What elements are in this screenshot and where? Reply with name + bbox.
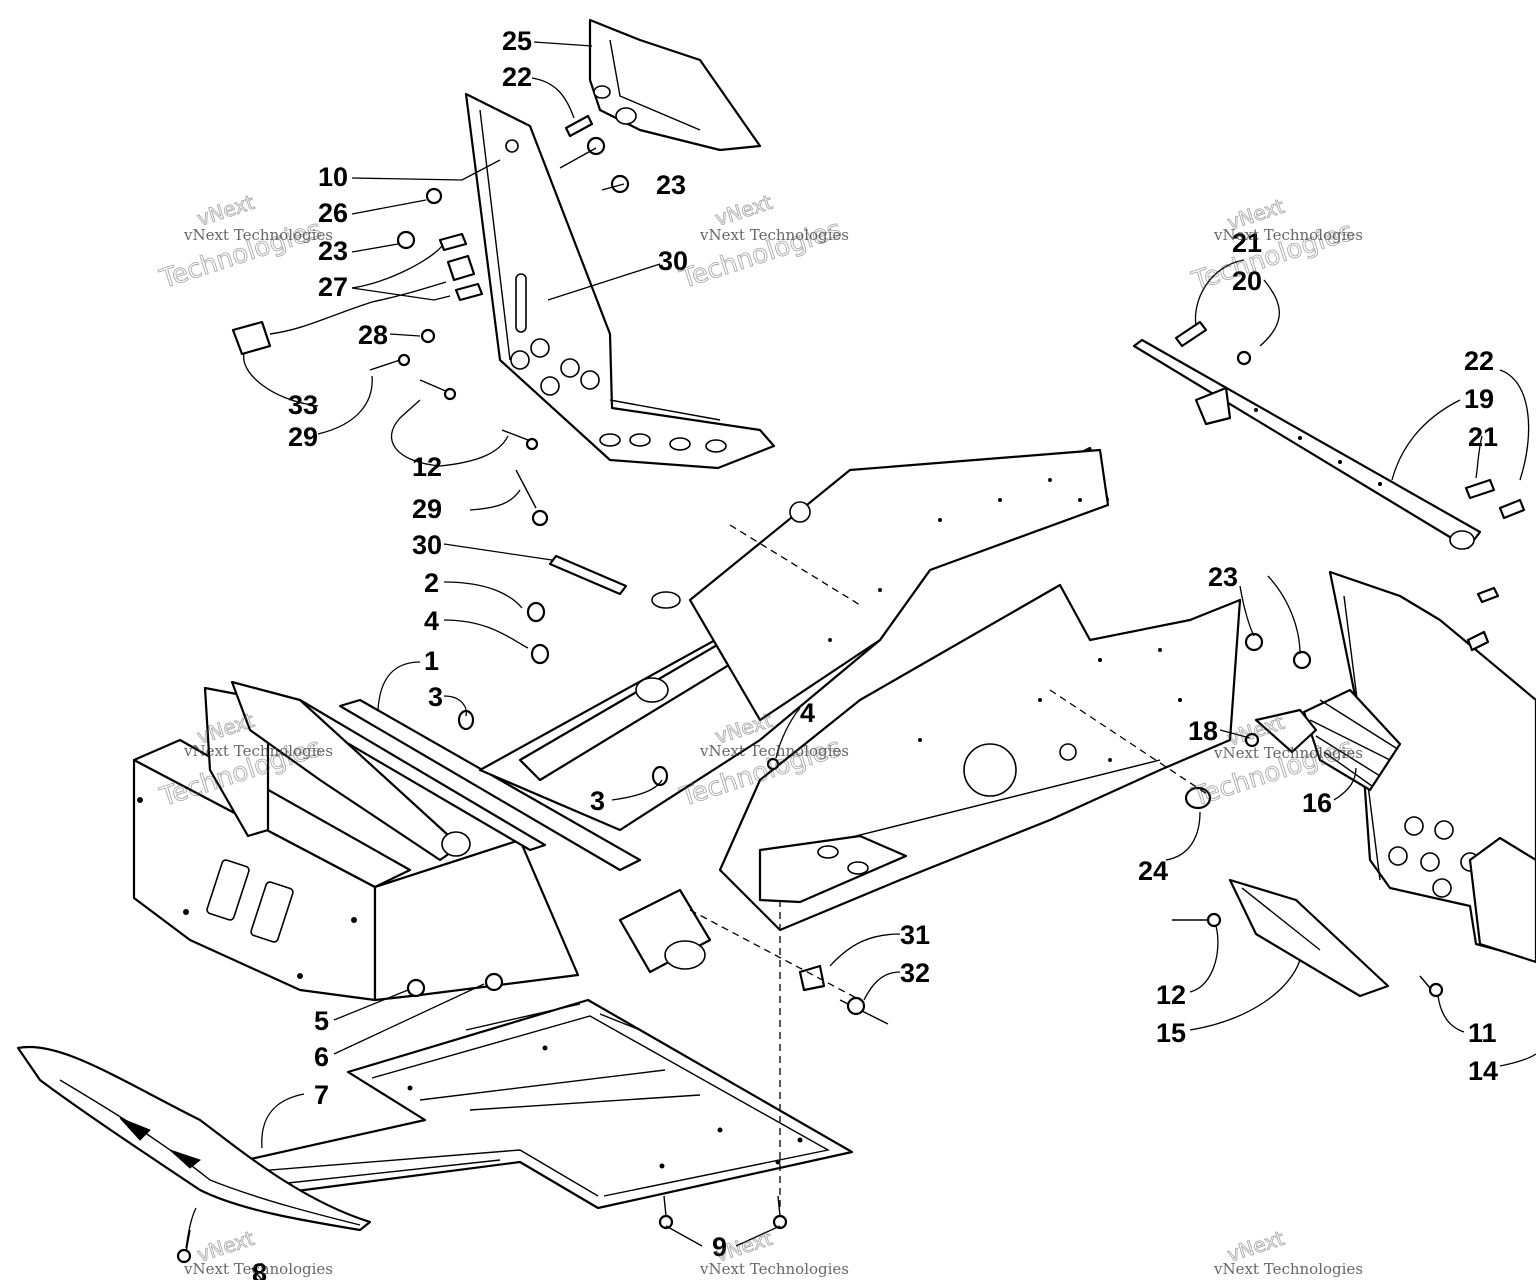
belly-pan-part-7	[226, 998, 854, 1210]
callout-32: 32	[900, 958, 930, 988]
rear-bumper-part-19	[1132, 320, 1526, 550]
svg-text:vNext Technologies: vNext Technologies	[1213, 1260, 1363, 1278]
watermark-1: vNext vNext Technologies Technologies	[155, 189, 333, 295]
callout-5: 5	[314, 1006, 329, 1036]
callout-6: 6	[314, 1042, 329, 1072]
watermark-2: vNext vNext Technologies Technologies	[675, 189, 849, 295]
callout-29: 29	[412, 494, 442, 524]
callout-19: 19	[1464, 384, 1494, 414]
callout-7: 7	[314, 1080, 329, 1110]
watermark-9: vNext vNext Technologies	[1213, 1225, 1363, 1278]
callout-29: 29	[288, 422, 318, 452]
callout-3: 3	[428, 682, 443, 712]
callout-28: 28	[358, 320, 388, 350]
leader-lines	[185, 41, 1536, 1249]
callout-1: 1	[424, 646, 439, 676]
callout-23: 23	[1208, 562, 1238, 592]
callout-23: 23	[318, 236, 348, 266]
callout-27: 27	[318, 272, 348, 302]
svg-text:vNext Technologies: vNext Technologies	[699, 226, 849, 244]
callout-21: 21	[1232, 228, 1262, 258]
steering-support-bracket	[464, 92, 776, 470]
svg-text:vNext Technologies: vNext Technologies	[1213, 226, 1363, 244]
callout-9: 9	[712, 1232, 727, 1262]
callout-8: 8	[252, 1258, 267, 1280]
callout-4: 4	[800, 698, 815, 728]
callout-14: 14	[1468, 1056, 1498, 1086]
svg-text:vNext Technologies: vNext Technologies	[183, 742, 333, 760]
wiring-harness-part-33	[231, 254, 476, 356]
svg-text:vNext Technologies: vNext Technologies	[183, 226, 333, 244]
callout-11: 11	[1468, 1018, 1497, 1048]
callout-12: 12	[1156, 980, 1186, 1010]
callout-15: 15	[1156, 1018, 1186, 1048]
callout-4: 4	[424, 606, 439, 636]
callout-3: 3	[590, 786, 605, 816]
callout-22: 22	[1464, 346, 1494, 376]
callout-21: 21	[1468, 422, 1498, 452]
small-hardware	[176, 114, 889, 1280]
callout-18: 18	[1188, 716, 1218, 746]
callout-26: 26	[318, 198, 348, 228]
callout-labels: 25 22 10 26 23 23 27 30 28 33 29 12 29 3…	[252, 26, 1498, 1280]
svg-text:vNext Technologies: vNext Technologies	[1213, 744, 1363, 762]
svg-text:vNext Technologies: vNext Technologies	[183, 1260, 333, 1278]
side-panel-part-14	[1172, 570, 1536, 998]
callout-20: 20	[1232, 266, 1262, 296]
callout-30: 30	[412, 530, 442, 560]
callout-10: 10	[318, 162, 348, 192]
callout-23: 23	[656, 170, 686, 200]
main-chassis-part-1	[132, 446, 1242, 1002]
callout-2: 2	[424, 568, 439, 598]
callout-33: 33	[288, 390, 318, 420]
callout-16: 16	[1302, 788, 1332, 818]
front-skid-plate	[16, 1045, 372, 1232]
callout-25: 25	[502, 26, 532, 56]
watermark-7: vNext vNext Technologies	[183, 1225, 333, 1278]
svg-text:vNext Technologies: vNext Technologies	[699, 1260, 849, 1278]
svg-text:vNext: vNext	[194, 190, 257, 231]
watermark-3: vNext vNext Technologies Technologies	[1187, 193, 1363, 297]
callout-31: 31	[900, 920, 930, 950]
housing-part-25	[588, 18, 762, 152]
svg-text:vNext: vNext	[712, 190, 775, 231]
callout-12: 12	[412, 452, 442, 482]
callout-22: 22	[502, 62, 532, 92]
callout-30: 30	[658, 246, 688, 276]
callout-24: 24	[1138, 856, 1168, 886]
svg-text:vNext Technologies: vNext Technologies	[699, 742, 849, 760]
